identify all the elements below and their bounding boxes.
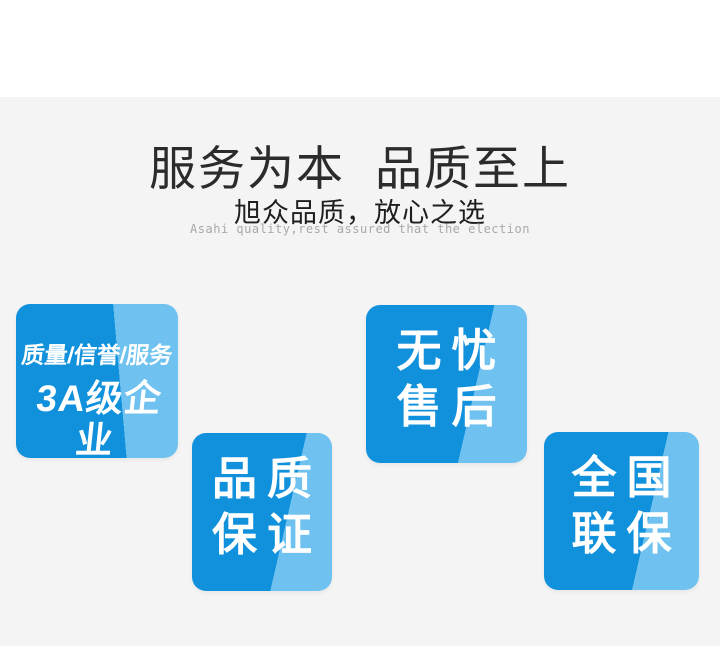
page-title: 服务为本 品质至上 — [0, 130, 720, 199]
page-subtitle-english: Asahi quality,rest assured that the elec… — [190, 222, 530, 236]
badge-nationwide-warranty-line1: 全国 — [571, 452, 682, 503]
badge-3a-enterprise-tagline: 质量/信誉/服务 — [20, 342, 174, 368]
badge-nationwide-warranty: 全国 联保 — [544, 432, 699, 590]
badge-nationwide-warranty-line2: 联保 — [571, 508, 682, 559]
badge-worry-free-aftersales-line2: 售后 — [396, 381, 507, 432]
page-title-right: 品质至上 — [375, 142, 571, 195]
badge-3a-enterprise-title: 3A级企业 — [34, 378, 165, 461]
badge-3a-enterprise: 质量/信誉/服务 3A级企业 — [16, 304, 178, 461]
badge-worry-free-aftersales: 无忧 售后 — [366, 305, 527, 463]
badge-quality-guarantee: 品质 保证 — [192, 433, 332, 591]
badge-quality-guarantee-line2: 保证 — [211, 509, 322, 560]
badge-quality-guarantee-line1: 品质 — [211, 453, 322, 504]
page-subtitle: 旭众品质，放心之选 — [234, 198, 486, 229]
page-title-left: 服务为本 — [149, 142, 345, 195]
badge-worry-free-aftersales-line1: 无忧 — [396, 325, 507, 376]
